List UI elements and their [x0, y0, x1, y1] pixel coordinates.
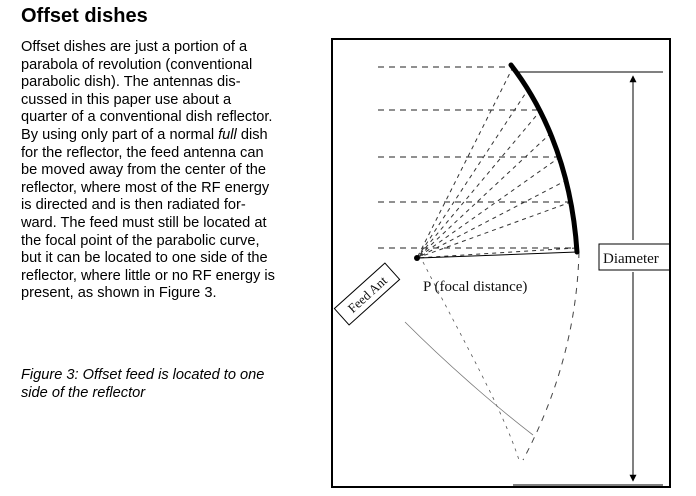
body-line: ward. The feed must still be located at	[21, 214, 267, 231]
incoming-rays	[378, 66, 576, 249]
reflected-ray	[416, 156, 561, 259]
focal-point	[414, 255, 420, 261]
diameter-label-box	[598, 243, 669, 271]
body-line-end: dish	[236, 126, 268, 143]
body-line: reflector, where little or no RF energy …	[21, 267, 275, 284]
reflected-ray	[416, 109, 542, 259]
sketch-line	[404, 321, 534, 436]
body-line: parabola of revolution (conventional	[21, 56, 253, 73]
body-paragraph: Offset dishes are just a portion of a pa…	[21, 39, 326, 303]
body-line: reflector, where most of the RF energy	[21, 179, 270, 196]
figure-caption: Figure 3: Offset feed is located to one …	[21, 367, 326, 402]
reflected-ray	[416, 179, 568, 259]
caption-line: Figure 3: Offset feed is located to one	[21, 367, 265, 383]
section-title: Offset dishes	[21, 5, 148, 27]
reflected-rays	[416, 66, 577, 259]
emphasis-full: full	[218, 126, 237, 143]
body-line: cussed in this paper use about a	[21, 91, 232, 108]
feed-focus-line	[418, 251, 578, 259]
reflected-ray	[416, 87, 530, 259]
body-line: quarter of a conventional dish reflector…	[21, 109, 273, 126]
body-line: for the reflector, the feed antenna can	[21, 144, 264, 161]
caption-line: side of the reflector	[21, 384, 146, 401]
body-line: the focal point of the parabolic curve,	[21, 232, 260, 249]
body-line: parabolic dish). The antennas dis-	[21, 74, 241, 91]
offset-dish-diagram: Feed Ant P (focal distance) Diameter	[333, 62, 669, 486]
body-line: be moved away from the center of the	[21, 162, 266, 179]
feed-antenna: Feed Ant	[333, 262, 401, 326]
reflected-ray	[416, 66, 514, 259]
diameter-dimension: Diameter	[513, 71, 669, 486]
body-line-start: By using only part of a normal	[21, 126, 219, 143]
body-line: By using only part of a normal full dish	[21, 127, 326, 145]
body-line: Offset dishes are just a portion of a	[21, 39, 248, 55]
diameter-label: Diameter	[603, 251, 659, 267]
body-line: is directed and is then radiated for-	[21, 197, 246, 214]
focal-distance-label: P (focal distance)	[423, 279, 527, 295]
parabola-extension	[522, 251, 580, 461]
body-line: present, as shown in Figure 3.	[21, 285, 217, 302]
reflected-ray	[416, 132, 552, 259]
figure-offset-feed: Feed Ant P (focal distance) Diameter	[331, 38, 671, 488]
feed-antenna-box	[333, 262, 401, 326]
reflected-ray	[416, 201, 572, 259]
body-line: but it can be located to one side of the	[21, 250, 268, 267]
reflected-ray	[416, 247, 577, 259]
offset-reflector	[508, 62, 580, 255]
